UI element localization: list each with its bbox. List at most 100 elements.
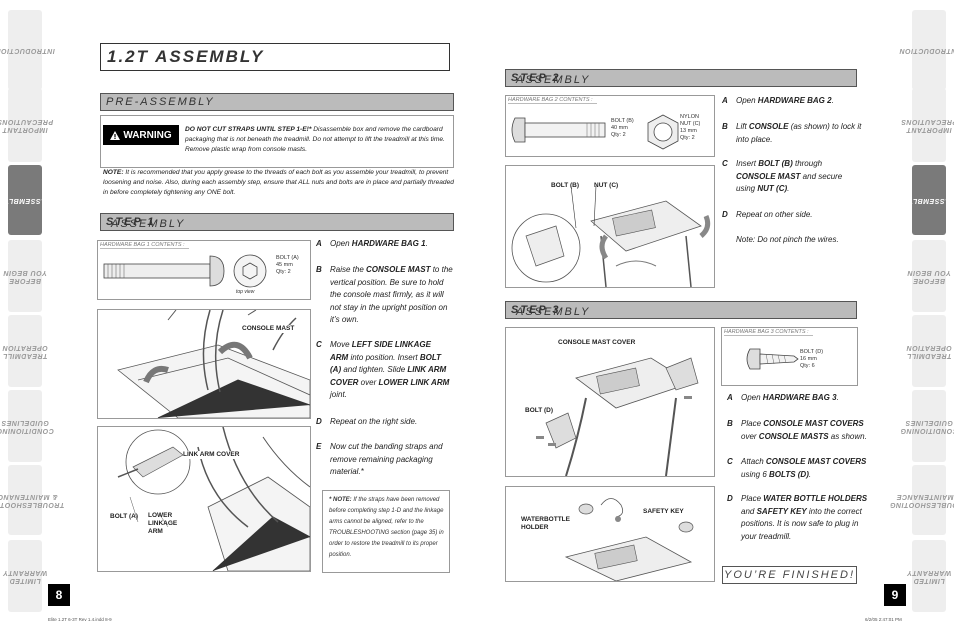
side-tab-label: TREADMILL OPERATION (2, 344, 48, 359)
page-title: 1.2T ASSEMBLY (100, 43, 450, 71)
step3-diagram-waterbottle: WATERBOTTLE HOLDER SAFETY KEY (505, 486, 715, 582)
step-text: Insert BOLT (B) through CONSOLE MAST and… (736, 159, 843, 193)
bolt-b-icon (511, 117, 606, 143)
warning-bold: DO NOT CUT STRAPS UNTIL STEP 1-E!* (185, 126, 312, 133)
side-tab-label: TROUBLESHOOTING & MAINTENANCE (0, 493, 65, 508)
hardware-bag-2-label: HARDWARE BAG 2 CONTENTS : (508, 97, 597, 104)
step-text: Move LEFT SIDE LINKAGE ARM into position… (330, 340, 450, 399)
step1-diagram-console-mast: CONSOLE MAST (97, 309, 311, 419)
pre-assembly-note: NOTE: It is recommended that you apply g… (103, 168, 455, 198)
side-tab-introduction: INTRODUCTION (899, 10, 954, 90)
side-tab-label: IMPORTANT PRECAUTIONS (0, 118, 54, 133)
side-tab-limited-warranty: LIMITED WARRANTY (3, 540, 47, 612)
step-letter: A (316, 239, 322, 248)
side-tab-conditioning-guidelines: CONDITIONING GUIDELINES (900, 390, 954, 462)
finished-banner: YOU’RE FINISHED! (722, 566, 857, 584)
footer-right: 6/2/05 2:47:01 PM (865, 617, 902, 622)
step-text: Raise the CONSOLE MAST to the vertical p… (330, 265, 453, 324)
page-number-right: 9 (884, 584, 906, 606)
step2-diagram: BOLT (B) NUT (C) (505, 165, 715, 288)
top-view-label: top view (236, 289, 255, 295)
nylon-nut-c-icon (647, 114, 679, 150)
step-text: Open HARDWARE BAG 3. (741, 393, 839, 402)
warning-box: WARNING DO NOT CUT STRAPS UNTIL STEP 1-E… (100, 115, 454, 168)
step-letter: C (316, 340, 322, 349)
step2-header: ASSEMBLY STEP 2 (505, 69, 857, 87)
hardware-bag-2-box: HARDWARE BAG 2 CONTENTS : BOLT (B) 40 mm… (505, 95, 715, 157)
step3-header-b: STEP 3 (511, 304, 561, 316)
bolt-a-text: BOLT (A) 45 mm Qty: 2 (276, 255, 299, 275)
side-tab-label: INTRODUCTION (899, 47, 954, 54)
step-text: Open HARDWARE BAG 2. (736, 96, 834, 105)
step-letter: B (727, 419, 733, 428)
footer-left: Elite 1.2T 6-3T Rev 1.4.indd 8-9 (48, 617, 112, 622)
side-tab-troubleshooting: TROUBLESHOOTING & MAINTENANCE (890, 465, 954, 535)
lower-linkage-arm-label: LOWER LINKAGE ARM (148, 512, 178, 535)
step-letter: D (316, 417, 322, 426)
step1-instruction-e: E Now cut the banding straps and remove r… (316, 441, 456, 479)
side-tab-before-you-begin: BEFORE YOU BEGIN (3, 240, 47, 312)
step3-header-a: ASSEMBLY (516, 306, 591, 318)
step2-header-b: STEP 2 (511, 72, 561, 84)
side-tab-important-precautions: IMPORTANT PRECAUTIONS (0, 88, 53, 162)
warning-label: WARNING (123, 129, 172, 141)
bolt-d-label: BOLT (D) (525, 407, 554, 414)
step1-header-b: STEP 1 (106, 216, 156, 228)
nut-c-label: NUT (C) (594, 182, 619, 189)
side-tab-label: LIMITED WARRANTY (906, 569, 952, 584)
side-tab-label: IMPORTANT PRECAUTIONS (900, 118, 954, 133)
step2-header-text: ASSEMBLY STEP 2 (511, 72, 588, 86)
side-tab-label: ASSEMBLY (3, 197, 47, 204)
step1-diagram-link-arm: LINK ARM COVER BOLT (A) LOWER LINKAGE AR… (97, 426, 311, 572)
side-tab-assembly: ASSEMBLY (908, 165, 950, 235)
page-number-left: 8 (48, 584, 70, 606)
step-text: Repeat on the right side. (330, 417, 418, 426)
step3-instruction-a: A Open HARDWARE BAG 3. (727, 392, 867, 405)
bolt-a-label: BOLT (A) (110, 513, 139, 520)
step2-header-a: ASSEMBLY (516, 74, 591, 86)
pre-assembly-header: PRE-ASSEMBLY (100, 93, 454, 111)
side-tab-treadmill-operation: TREADMILL OPERATION (2, 315, 48, 387)
step-letter: B (722, 122, 728, 131)
step1-header-a: ASSEMBLY (111, 218, 186, 230)
nut-c-text: NYLON NUT (C) 13 mm Qty: 2 (680, 114, 701, 141)
side-tab-troubleshooting: TROUBLESHOOTING & MAINTENANCE (0, 465, 64, 535)
bolt-d-icon (746, 348, 799, 370)
side-tab-label: ASSEMBLY (907, 197, 951, 204)
step-letter: E (316, 442, 322, 451)
side-tab-label: CONDITIONING GUIDELINES (0, 419, 54, 434)
step1-header: ASSEMBLY STEP 1 (100, 213, 454, 231)
link-arm-cover-label: LINK ARM COVER (183, 451, 240, 459)
page-title-text: 1.2T ASSEMBLY (107, 47, 265, 66)
side-tab-label: TREADMILL OPERATION (906, 344, 952, 359)
side-tab-label: LIMITED WARRANTY (2, 569, 48, 584)
step-letter: A (727, 393, 733, 402)
step3-header: ASSEMBLY STEP 3 (505, 301, 857, 319)
hardware-bag-1-label: HARDWARE BAG 1 CONTENTS : (100, 242, 189, 249)
step-text: Lift CONSOLE (as shown) to lock it into … (736, 122, 862, 144)
safety-key-label: SAFETY KEY (643, 508, 684, 515)
step1-instruction-c: C Move LEFT SIDE LINKAGE ARM into positio… (316, 339, 451, 402)
side-tab-assembly: ASSEMBLY (4, 165, 46, 235)
side-tab-important-precautions: IMPORTANT PRECAUTIONS (901, 88, 954, 162)
console-illustration (511, 185, 711, 287)
finished-text: YOU’RE FINISHED! (723, 569, 855, 581)
step-letter: C (727, 457, 733, 466)
step3-diagram-mast-cover: CONSOLE MAST COVER BOLT (D) (505, 327, 715, 477)
step-text: Now cut the banding straps and remove re… (330, 442, 443, 476)
side-tab-label: BEFORE YOU BEGIN (3, 269, 47, 284)
step-letter: D (722, 210, 728, 219)
step-text: Attach CONSOLE MAST COVERS using 6 BOLTS… (741, 457, 867, 479)
treadmill-illustration (117, 310, 310, 418)
note-label: NOTE: (103, 169, 124, 176)
asterisk-note-text: * NOTE: If the straps have been removed … (329, 497, 444, 558)
bolt-b-label: BOLT (B) (551, 182, 580, 189)
link-arm-illustration (117, 427, 310, 571)
